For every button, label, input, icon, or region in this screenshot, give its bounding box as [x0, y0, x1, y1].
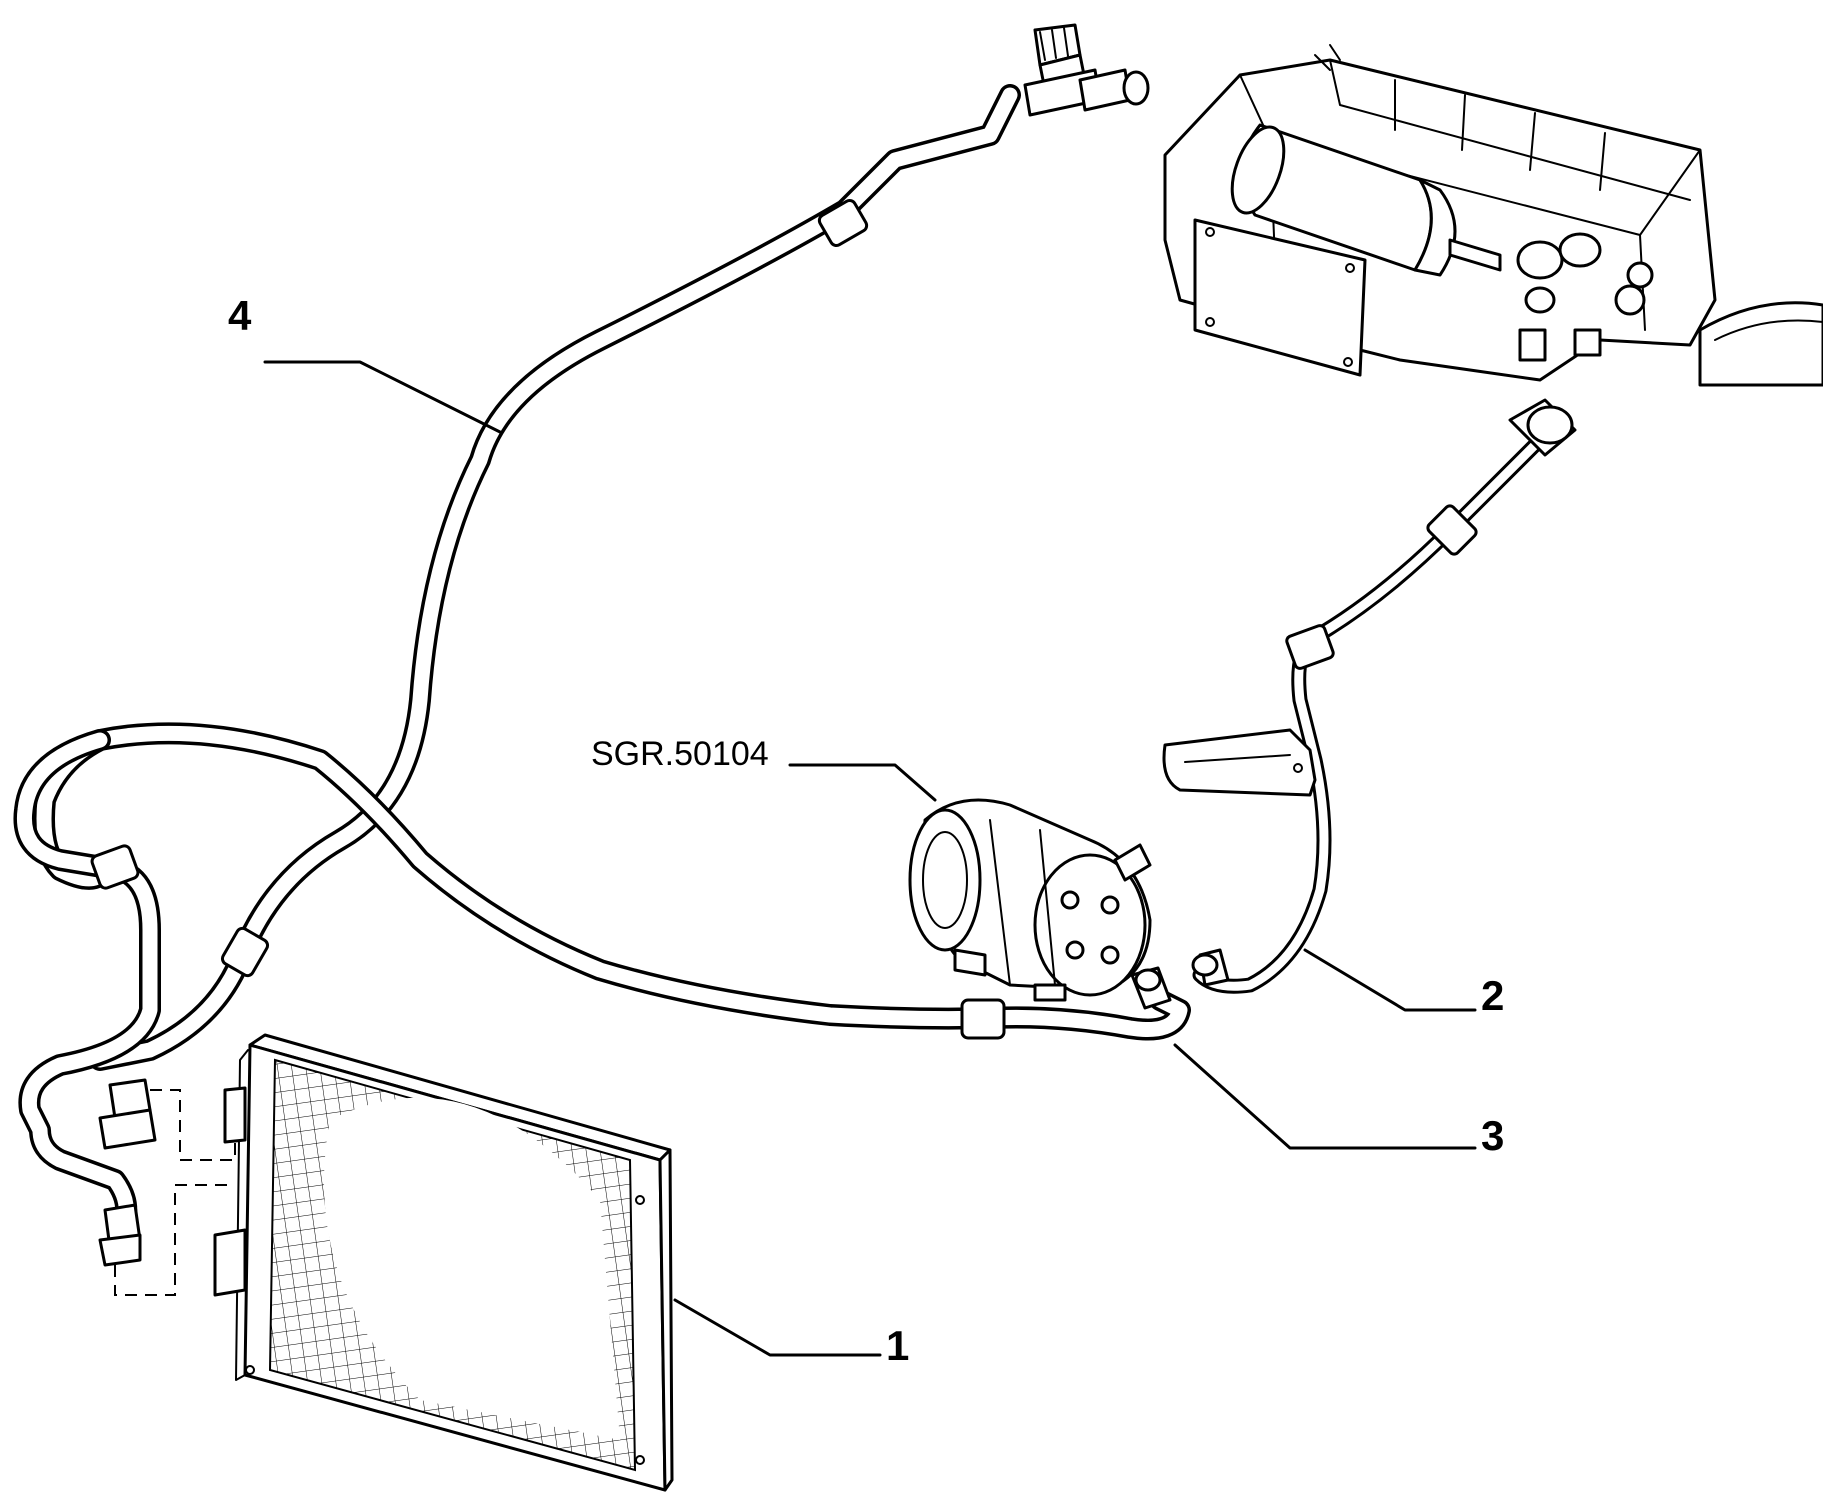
leader-4 — [263, 360, 502, 434]
leader-compressor — [788, 763, 937, 802]
callout-1: 1 — [886, 1322, 909, 1369]
leader-3 — [1173, 1043, 1477, 1150]
leader-2 — [1303, 948, 1477, 1012]
callout-4: 4 — [228, 292, 252, 339]
callout-2: 2 — [1481, 972, 1504, 1019]
condenser — [213, 1033, 674, 1492]
hose-3 — [33, 722, 1191, 1041]
callout-leaders — [263, 360, 1477, 1357]
callout-compressor-ref: SGR.50104 — [591, 735, 769, 773]
leader-1 — [673, 1298, 882, 1357]
hose-4 — [89, 23, 1150, 1071]
compressor — [908, 798, 1152, 1002]
hose-2 — [1162, 398, 1577, 994]
condenser-inlet-pipes — [13, 729, 236, 1296]
evaporator-unit — [1163, 44, 1823, 387]
callout-3: 3 — [1481, 1112, 1504, 1159]
